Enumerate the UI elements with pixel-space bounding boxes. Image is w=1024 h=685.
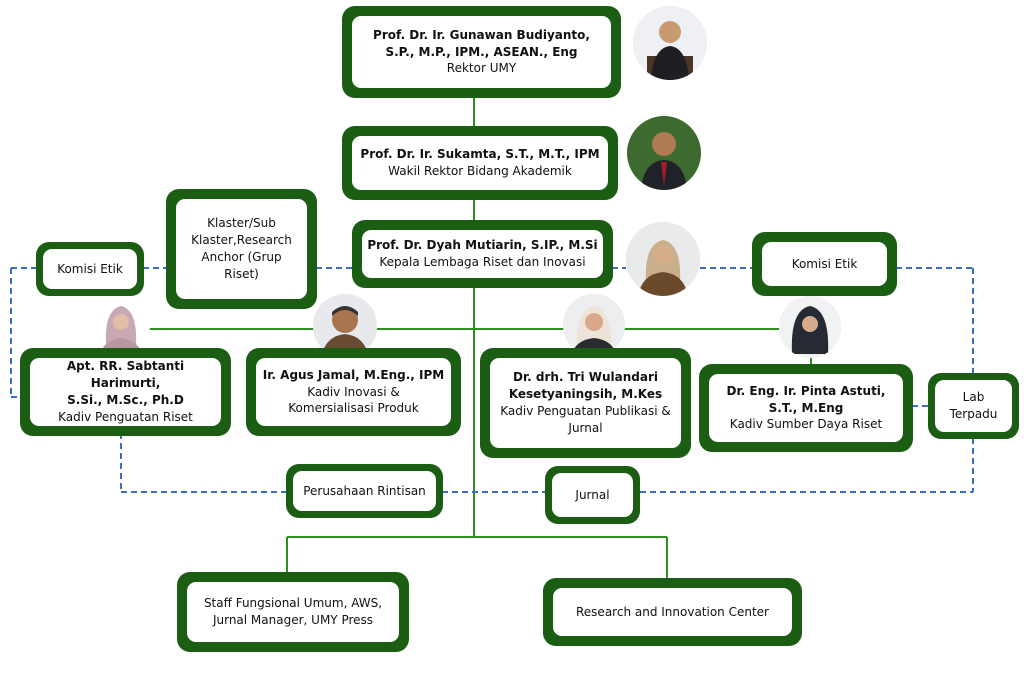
kadiv4-name-line2: S.T., M.Eng	[768, 400, 844, 415]
kadiv4-photo	[779, 296, 841, 358]
rektor-box: Prof. Dr. Ir. Gunawan Budiyanto, S.P., M…	[342, 6, 621, 98]
kadiv1-box: Apt. RR. Sabtanti Harimurti, S.Si., M.Sc…	[20, 348, 231, 436]
kepala-name: Prof. Dr. Dyah Mutiarin, S.IP., M.Si	[367, 238, 598, 253]
klaster-line4: Riset)	[224, 266, 259, 281]
kadiv1-role: Kadiv Penguatan Riset	[58, 409, 193, 424]
kadiv4-name-line1: Dr. Eng. Ir. Pinta Astuti,	[726, 383, 886, 398]
kadiv2-role-line1: Kadiv Inovasi &	[307, 384, 400, 399]
perusahaan-rintisan-box: Perusahaan Rintisan	[286, 464, 443, 518]
warek-name: Prof. Dr. Ir. Sukamta, S.T., M.T., IPM	[360, 147, 600, 162]
kadiv3-name-line2: Kesetyaningsih, M.Kes	[508, 387, 663, 402]
kadiv3-role-line1: Kadiv Penguatan Publikasi &	[500, 404, 671, 418]
ric-label: Research and Innovation Center	[576, 604, 769, 619]
staff-line2: Jurnal Manager, UMY Press	[212, 613, 374, 627]
kadiv3-name-line1: Dr. drh. Tri Wulandari	[512, 370, 659, 385]
komisi-etik-left-label: Komisi Etik	[57, 261, 123, 276]
komisi-etik-right-label: Komisi Etik	[791, 256, 858, 271]
kadiv2-role-line2: Komersialisasi Produk	[288, 401, 419, 416]
lab-line1: Lab	[962, 390, 985, 405]
kadiv3-photo	[563, 294, 625, 356]
kadiv1-name-line2: S.Si., M.Sc., Ph.D	[67, 393, 184, 407]
klaster-line2: Klaster,Research	[191, 233, 292, 248]
klaster-box: Klaster/Sub Klaster,Research Anchor (Gru…	[166, 189, 317, 309]
kadiv2-box: Ir. Agus Jamal, M.Eng., IPM Kadiv Inovas…	[246, 348, 461, 436]
kepala-role: Kepala Lembaga Riset dan Inovasi	[379, 255, 586, 269]
kadiv2-name: Ir. Agus Jamal, M.Eng., IPM	[262, 367, 445, 382]
warek-role: Wakil Rektor Bidang Akademik	[388, 164, 572, 178]
kadiv3-box: Dr. drh. Tri Wulandari Kesetyaningsih, M…	[480, 348, 691, 458]
jurnal-label: Jurnal	[575, 487, 610, 502]
komisi-etik-left-box: Komisi Etik	[36, 242, 144, 296]
klaster-line1: Klaster/Sub	[207, 216, 276, 231]
rektor-name-line2: S.P., M.P., IPM., ASEAN., Eng	[385, 44, 578, 59]
kadiv3-role-line2: Jurnal	[568, 420, 603, 435]
kepala-photo	[626, 222, 700, 296]
jurnal-box: Jurnal	[545, 466, 640, 524]
kadiv4-role: Kadiv Sumber Daya Riset	[729, 417, 883, 432]
warek-box: Prof. Dr. Ir. Sukamta, S.T., M.T., IPM W…	[342, 126, 618, 200]
ric-box: Research and Innovation Center	[543, 578, 802, 646]
staff-box: Staff Fungsional Umum, AWS, Jurnal Manag…	[177, 572, 409, 652]
kadiv1-photo	[92, 296, 150, 354]
klaster-line3: Anchor (Grup	[201, 250, 282, 264]
staff-line1: Staff Fungsional Umum, AWS,	[203, 596, 383, 611]
warek-photo	[627, 116, 701, 190]
lab-terpadu-box: Lab Terpadu	[928, 373, 1019, 439]
rektor-name-line1: Prof. Dr. Ir. Gunawan Budiyanto,	[373, 27, 590, 42]
komisi-etik-right-box: Komisi Etik	[752, 232, 897, 296]
rektor-photo	[633, 6, 707, 80]
kadiv4-box: Dr. Eng. Ir. Pinta Astuti, S.T., M.Eng K…	[699, 364, 913, 452]
kadiv1-name-line1: Apt. RR. Sabtanti Harimurti,	[66, 359, 185, 391]
lab-line2: Terpadu	[949, 407, 998, 421]
rektor-role: Rektor UMY	[446, 61, 517, 76]
kadiv2-photo	[313, 294, 377, 358]
kepala-box: Prof. Dr. Dyah Mutiarin, S.IP., M.Si Kep…	[352, 220, 613, 288]
perusahaan-label: Perusahaan Rintisan	[303, 483, 426, 498]
